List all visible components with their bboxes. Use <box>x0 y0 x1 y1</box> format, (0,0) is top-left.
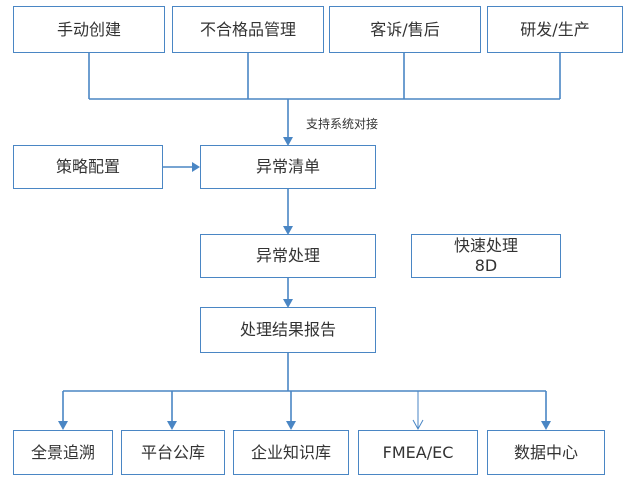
arrowhead-result-report <box>283 299 293 308</box>
node-nonconforming-management: 不合格品管理 <box>172 6 324 53</box>
node-rnd-production: 研发/生产 <box>487 6 623 53</box>
edge-label-system-integration: 支持系统对接 <box>306 117 379 131</box>
node-knowledge-base: 企业知识库 <box>233 430 349 475</box>
arrowhead-exception-handling <box>283 226 293 235</box>
arrowhead-exception-list <box>283 137 293 146</box>
arrowhead-knowledge-base <box>286 421 296 430</box>
arrowhead-strategy <box>192 162 200 172</box>
node-exception-handling: 异常处理 <box>200 234 376 278</box>
node-strategy-config: 策略配置 <box>13 145 163 189</box>
node-manual-create: 手动创建 <box>13 6 165 53</box>
node-panorama-trace: 全景追溯 <box>13 430 113 475</box>
node-quick-handling-8d: 快速处理 8D <box>411 234 561 278</box>
node-platform-library: 平台公库 <box>121 430 225 475</box>
node-result-report: 处理结果报告 <box>200 307 376 353</box>
arrowhead-platform-library <box>167 421 177 430</box>
node-quick-handling-line1: 快速处理 <box>453 236 518 255</box>
node-quick-handling-line2: 8D <box>474 256 498 275</box>
node-complaint-aftersales: 客诉/售后 <box>329 6 481 53</box>
node-fmea-ec: FMEA/EC <box>358 430 478 475</box>
node-exception-list: 异常清单 <box>200 145 376 189</box>
node-data-center: 数据中心 <box>487 430 605 475</box>
arrowhead-data-center <box>541 421 551 430</box>
arrowhead-panorama <box>58 421 68 430</box>
arrowhead-fmea <box>412 419 424 431</box>
